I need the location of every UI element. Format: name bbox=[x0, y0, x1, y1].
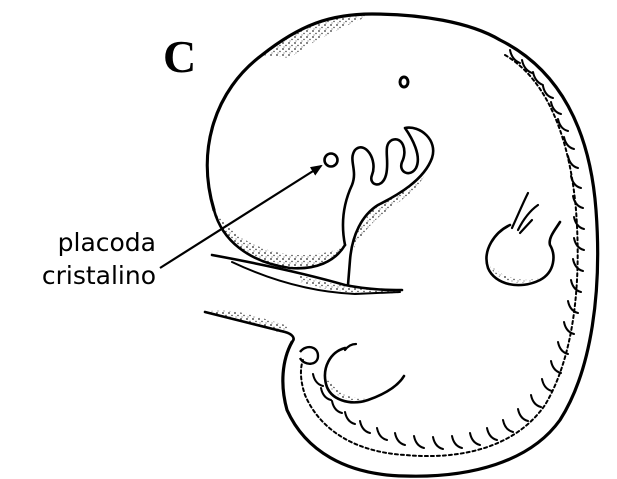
somite-ticks bbox=[313, 50, 584, 449]
upper-limb-bud-tip bbox=[512, 193, 538, 233]
panel-letter: C bbox=[163, 34, 196, 80]
upper-limb-bud bbox=[487, 222, 560, 285]
pharyngeal-shading bbox=[350, 160, 430, 255]
lower-limb-bud-tip bbox=[345, 344, 356, 350]
label-line-1: placoda bbox=[4, 226, 156, 259]
lens-placode-label: placoda cristalino bbox=[4, 226, 156, 292]
label-line-2: cristalino bbox=[4, 259, 156, 292]
label-arrow bbox=[160, 166, 321, 268]
lower-limb-shading bbox=[326, 380, 368, 400]
head-shading bbox=[262, 14, 372, 58]
lower-ventral-shading bbox=[205, 310, 288, 334]
lens-placode bbox=[325, 154, 338, 167]
tail-vesicle bbox=[300, 347, 318, 364]
otic-vesicle bbox=[400, 77, 408, 87]
